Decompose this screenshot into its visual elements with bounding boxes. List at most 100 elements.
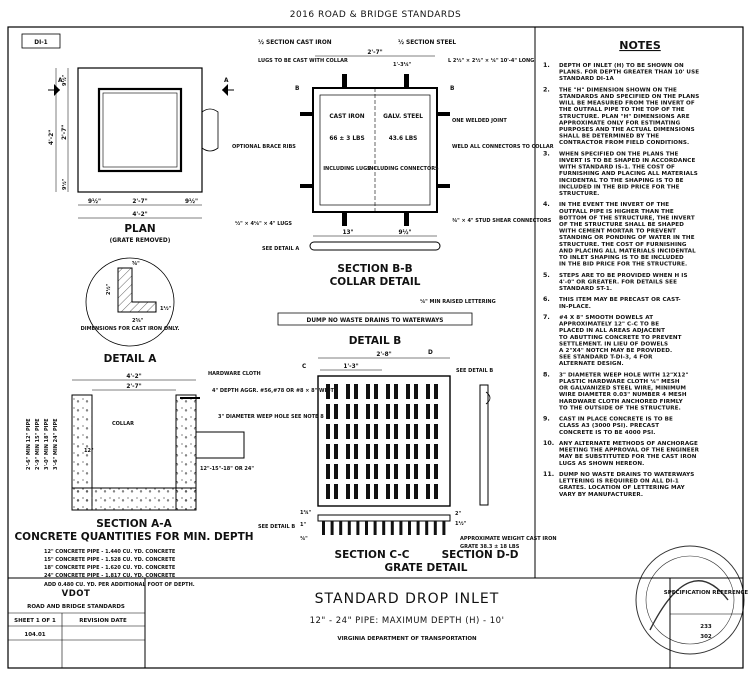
note-line: DEPTH OF INLET (H) TO BE SHOWN ON xyxy=(559,63,684,69)
grate-slot xyxy=(334,384,338,399)
grate-weight: GRATE 38.3 ± 18 LBS xyxy=(460,544,520,550)
grate-dim-bot-1: 1¾" xyxy=(300,510,312,516)
grate-slot xyxy=(334,444,338,459)
section-bb-st-weight: 43.6 LBS xyxy=(389,136,418,142)
section-aa-base xyxy=(71,487,197,511)
grate-marker-d: D xyxy=(428,350,433,356)
grate-slot xyxy=(406,464,410,479)
grate-slot xyxy=(426,384,430,399)
section-bb-lug-size: ½" × 4⅛" × 4" LUGS xyxy=(235,220,292,227)
grate-slot xyxy=(374,484,378,499)
note-line: MAY BE SUBSTITUTED FOR THE CAST IRON xyxy=(559,454,697,460)
grate-tooth xyxy=(425,521,429,535)
note-line: PURPOSES AND THE ACTUAL DIMENSIONS xyxy=(559,127,695,133)
plan-dim-inner: 2'-7" xyxy=(132,199,147,205)
grate-slot xyxy=(346,424,350,439)
detail-b-note: ¼" MIN RAISED LETTERING xyxy=(420,299,496,305)
spec-2: 302 xyxy=(700,634,712,640)
grate-tooth xyxy=(365,521,368,535)
plan-outer xyxy=(77,67,203,193)
plan-view: A A 9½" 2'-7" 9½" 4'-2" 4'-2" 2'-7" 9½" … xyxy=(48,67,234,244)
grate-slot xyxy=(414,484,418,499)
note-line: 3" DIAMETER WEEP HOLE WITH 12"X12" xyxy=(559,372,689,378)
sheet-tag: DI-1 xyxy=(34,40,47,46)
note-line: STANDING OR PONDING OF WATER IN THE xyxy=(559,235,695,241)
note-line: FURNISHING AND PLACING ALL MATERIALS xyxy=(559,171,698,177)
note-line: PLASTIC HARDWARE CLOTH ¼" MESH xyxy=(559,379,680,385)
note-number: 10. xyxy=(543,440,554,447)
section-bb-stud: ⅜" × 4" STUD SHEAR CONNECTORS xyxy=(452,218,552,224)
grate-slot xyxy=(394,384,398,399)
section-cc-profile xyxy=(317,514,451,522)
grate-tooth xyxy=(442,521,446,535)
grate-slot xyxy=(334,464,338,479)
grate-slot xyxy=(434,484,438,499)
section-aa-pipe-12: 12" xyxy=(84,448,94,454)
grate-slot xyxy=(354,464,358,479)
grate-slot xyxy=(394,404,398,419)
note-line: WIRE DIAMETER 0.03" NUMBER 4 MESH xyxy=(559,392,687,398)
page-header: 2016 ROAD & BRIDGE STANDARDS xyxy=(289,10,462,20)
grate-slot xyxy=(406,484,410,499)
note-line: STANDARD DI-1A xyxy=(559,76,615,82)
grate-slot xyxy=(366,424,370,439)
grate-tooth xyxy=(433,521,437,535)
grate-slot xyxy=(366,464,370,479)
grate-slot xyxy=(326,404,330,419)
note-line: LETTERING IS REQUIRED ON ALL DI-1 xyxy=(559,479,679,485)
plan-dim-side-left: 9½" xyxy=(88,198,101,205)
note-line: INCIDENTAL TO THE SHAPING IS TO BE xyxy=(559,178,684,184)
grate-tooth xyxy=(399,521,403,535)
grate-slot xyxy=(334,424,338,439)
grate-slot xyxy=(354,444,358,459)
note-line: IN THE BID PRICE FOR THE STRUCTURE. xyxy=(559,262,687,268)
section-bb-marker-b-left: B xyxy=(295,86,300,92)
department: VIRGINIA DEPARTMENT OF TRANSPORTATION xyxy=(337,636,477,642)
note-line: DUMP NO WASTE DRAINS TO WATERWAYS xyxy=(559,472,694,478)
section-aa-qty-3: 18" CONCRETE PIPE - 1.620 CU. YD. CONCRE… xyxy=(44,565,176,571)
plan-inner xyxy=(97,87,183,173)
section-bb-collar-strip xyxy=(309,241,441,251)
title-block-section-num: 104.01 xyxy=(24,632,45,638)
section-aa-collar: COLLAR xyxy=(112,421,134,427)
grate-slot xyxy=(374,444,378,459)
grate-dim-bot-4: 2" xyxy=(455,511,461,517)
note-line: WITH STANDARD IS-1. THE COST OF xyxy=(559,165,675,171)
section-bb-ci-incl: INCLUDING LUGS xyxy=(323,166,371,172)
notes-panel: NOTES 1.DEPTH OF INLET (H) TO BE SHOWN O… xyxy=(543,39,700,498)
note-line: CONCRETE IS TO BE 4000 PSI. xyxy=(559,430,656,436)
section-aa-subtitle: CONCRETE QUANTITIES FOR MIN. DEPTH xyxy=(14,531,253,543)
note-line: STRUCTURE. xyxy=(559,191,599,197)
title-block: VDOT ROAD AND BRIDGE STANDARDS SHEET 1 O… xyxy=(8,578,748,668)
section-aa-left-dim-4: 3'-6" MIN 24" PIPE xyxy=(53,418,59,470)
note-line: A 2"X4" NOTCH MAY BE PROVIDED. xyxy=(559,348,672,354)
grate-weight-title: APPROXIMATE WEIGHT CAST IRON xyxy=(460,536,557,542)
grate-tooth xyxy=(347,521,351,535)
grate-slot xyxy=(386,384,390,399)
grate-slot xyxy=(426,444,430,459)
section-aa-dim-top: 4'-2" xyxy=(126,374,141,380)
grate-slot xyxy=(326,464,330,479)
section-bb-marker-b-right: B xyxy=(450,86,455,92)
note-number: 9. xyxy=(543,416,550,423)
note-line: TO ABUTTING CONCRETE TO PREVENT xyxy=(559,335,682,341)
note-line: STANDARD ST-1. xyxy=(559,286,612,292)
note-line: STRUCTURE. THE COST OF FURNISHING xyxy=(559,242,687,248)
note-number: 1. xyxy=(543,62,550,69)
grate-slot xyxy=(414,464,418,479)
grate-slot xyxy=(386,484,390,499)
grate-slot xyxy=(354,404,358,419)
plan-pipe xyxy=(201,108,219,152)
detail-a-title: DETAIL A xyxy=(104,353,158,365)
section-aa-qty-2: 15" CONCRETE PIPE - 1.528 CU. YD. CONCRE… xyxy=(44,557,176,563)
engineer-seal xyxy=(635,545,745,655)
section-bb-st-incl: INCLUDING CONNECTORS xyxy=(367,166,439,172)
grate-slot xyxy=(426,484,430,499)
note-number: 4. xyxy=(543,201,550,208)
section-bb-dim-bot-left: 13" xyxy=(342,230,353,236)
note-line: LUGS AS SHOWN HEREON. xyxy=(559,461,644,467)
note-line: AND PLACING ALL MATERIALS INCIDENTAL xyxy=(559,248,696,254)
note-line: OF THE STRUCTURE SHALL BE SHAPED xyxy=(559,222,684,228)
grate-dim-bot-2: 1" xyxy=(300,522,306,528)
section-aa-dim-inner: 2'-7" xyxy=(126,384,141,390)
